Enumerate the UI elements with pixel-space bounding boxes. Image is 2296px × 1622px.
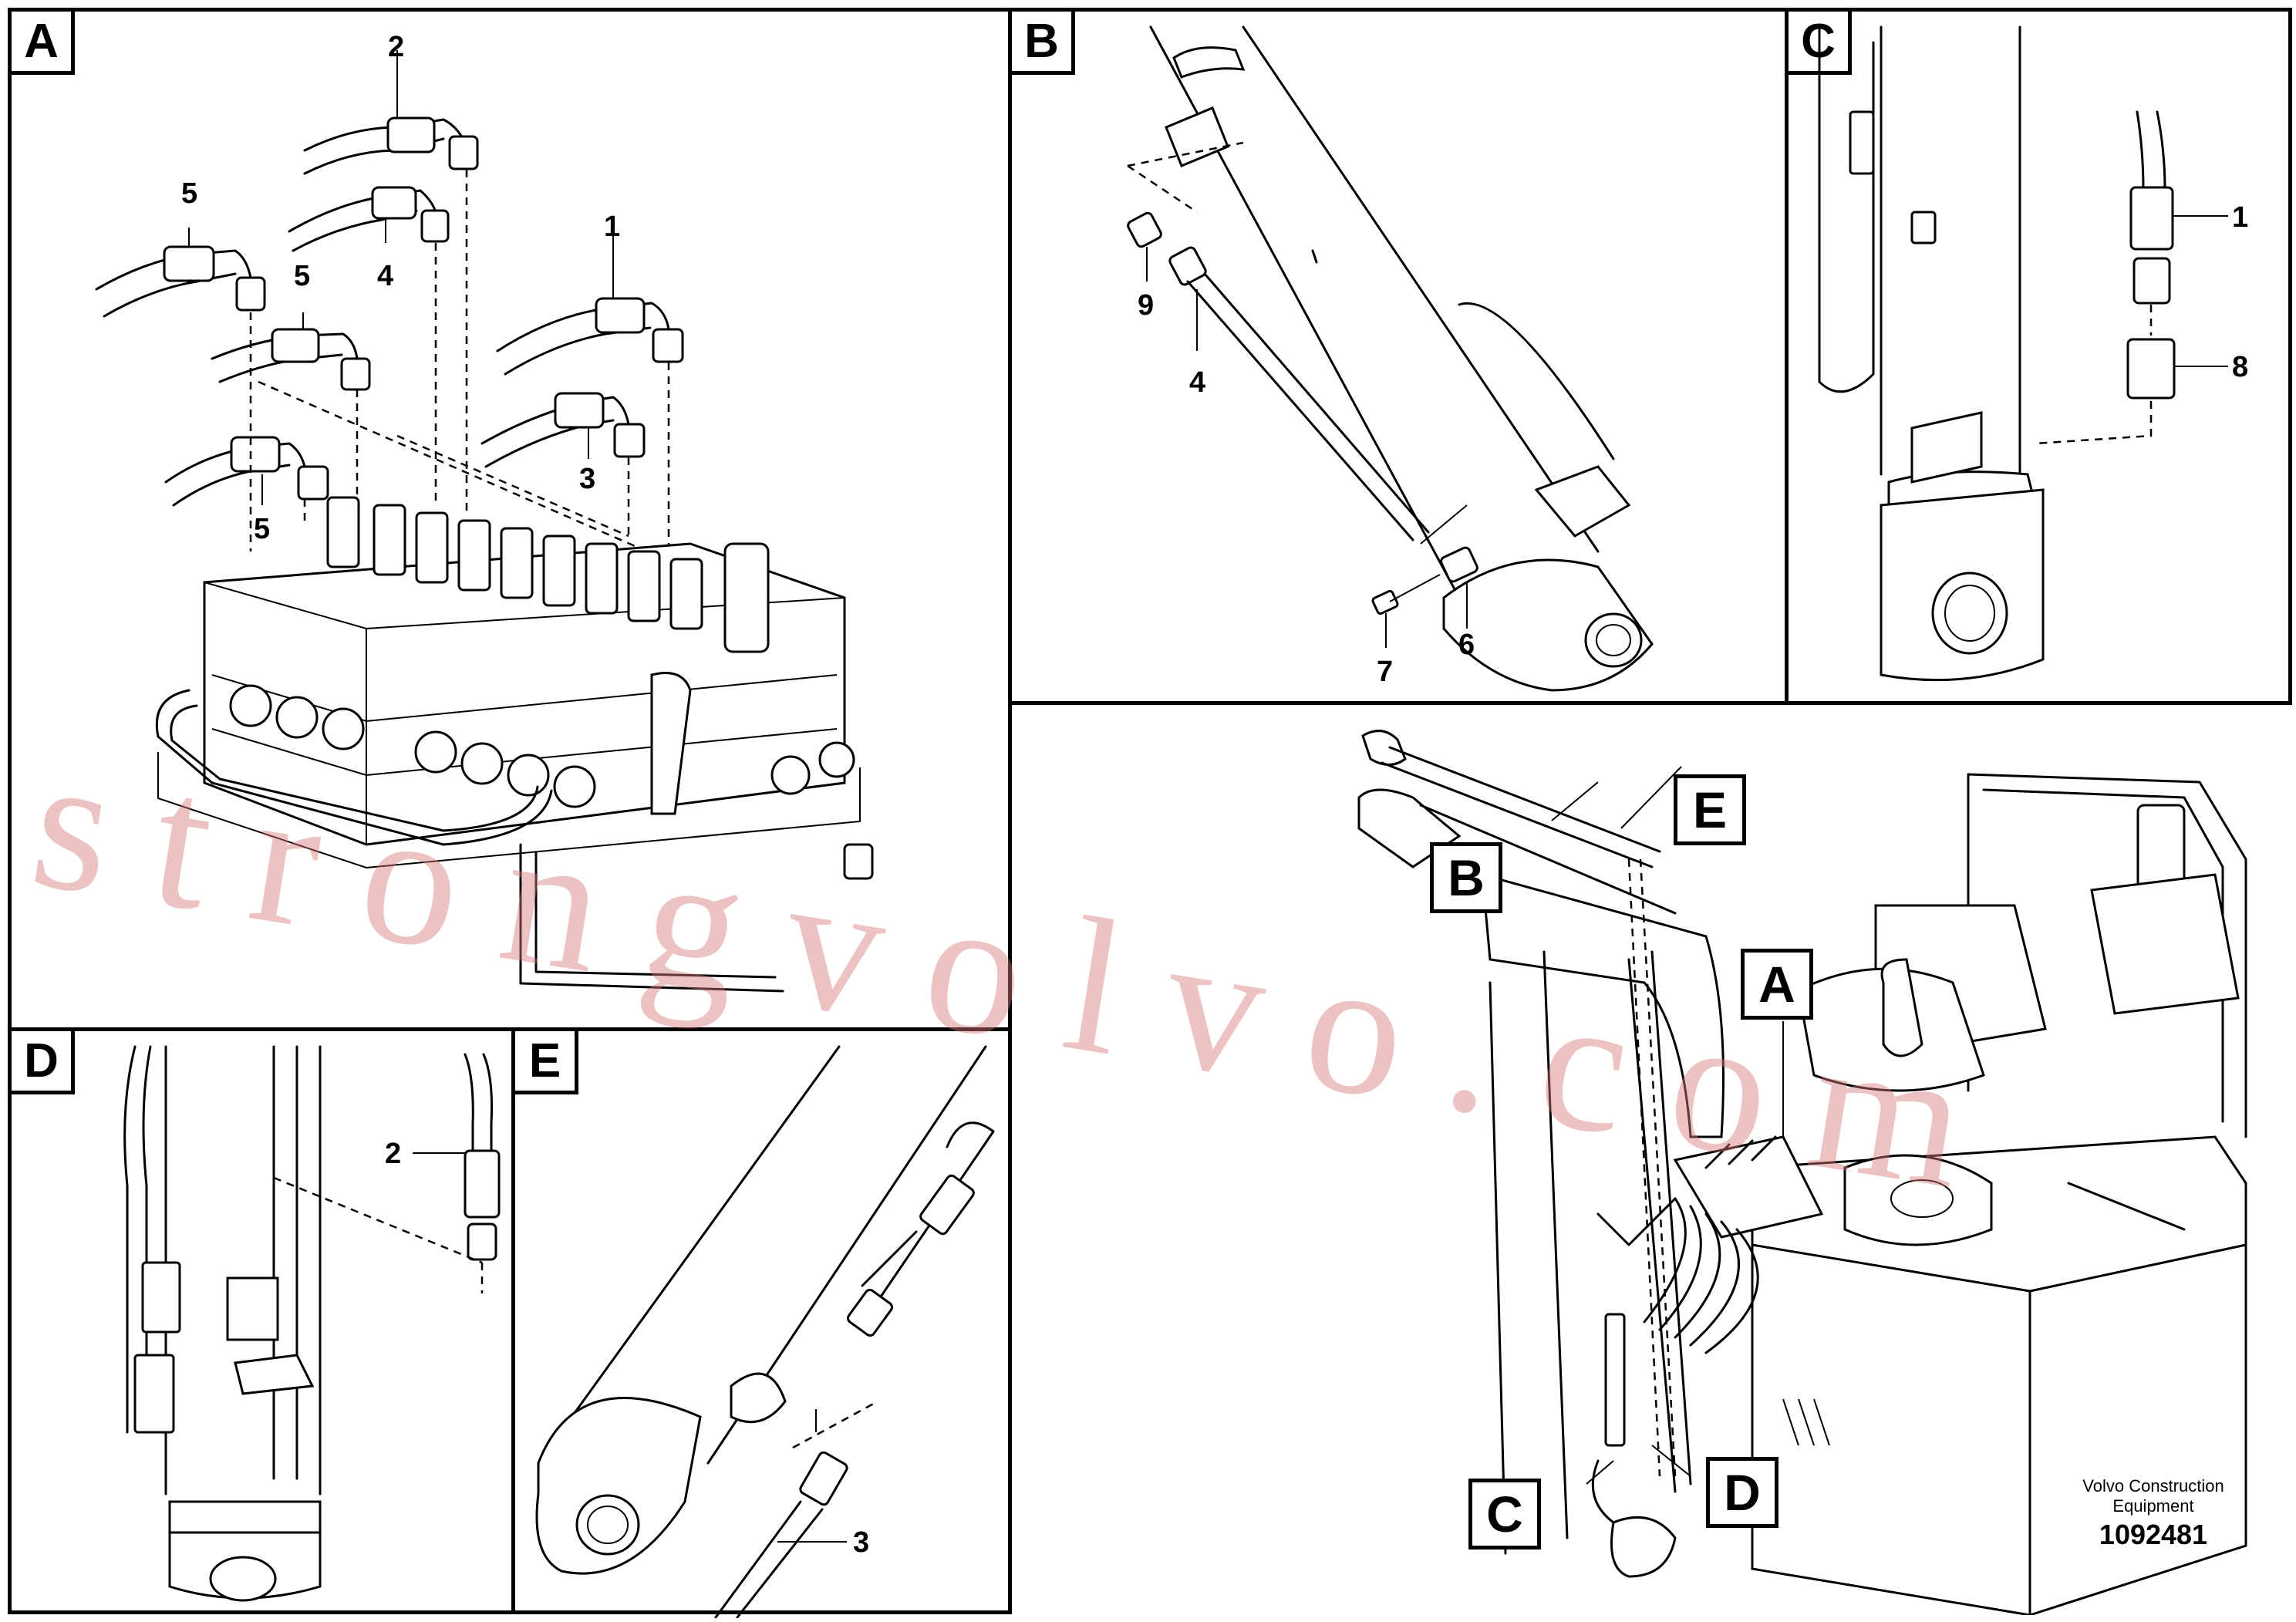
cylinder-e-drawing: [535, 1045, 995, 1618]
boom-cylinder: [1149, 25, 1654, 692]
valve-block-overview: [1596, 1135, 1824, 1354]
label-4: 4: [377, 260, 394, 292]
label-5: 5: [181, 177, 198, 210]
brand-line-1: Volvo Construction: [2082, 1476, 2224, 1496]
excavator-cab: [1797, 773, 2247, 1138]
label-4: 4: [1189, 366, 1206, 399]
valve-block-drawing: [95, 50, 874, 993]
callout-b[interactable]: B: [1430, 842, 1502, 913]
label-5: 5: [294, 260, 311, 292]
brand-line-2: Equipment: [2112, 1496, 2194, 1516]
hose-1: [496, 297, 684, 376]
hose-4: [288, 186, 450, 252]
callout-c[interactable]: C: [1468, 1479, 1541, 1549]
label-7: 7: [1377, 656, 1394, 688]
hose-5c: [164, 436, 329, 507]
label-1: 1: [2232, 201, 2249, 234]
excavator-boom: [1357, 730, 1725, 1578]
callout-a[interactable]: A: [1741, 949, 1813, 1020]
excavator-chassis: [1751, 1135, 2247, 1615]
excavator-overview-drawing: [1357, 730, 2247, 1615]
bucket-cylinder: [123, 1045, 322, 1602]
label-1: 1: [604, 211, 621, 243]
hose-5b: [211, 328, 371, 391]
callout-d[interactable]: D: [1706, 1457, 1778, 1528]
panel-a-tag: A: [12, 12, 75, 75]
panel-e: E 3: [511, 1027, 1012, 1618]
cylinder-d-drawing: [123, 1045, 501, 1602]
panel-d: D: [8, 1027, 515, 1614]
label-2: 2: [388, 31, 405, 63]
label-9: 9: [1138, 289, 1155, 322]
label-3: 3: [579, 463, 596, 495]
panel-b-tag: B: [1012, 12, 1075, 75]
label-8: 8: [2232, 351, 2249, 383]
part-number: 1092481: [2099, 1519, 2208, 1550]
panel-b: B: [1008, 8, 1789, 705]
panel-e-tag: E: [515, 1031, 578, 1094]
panel-c: C 1 8: [1785, 8, 2292, 705]
callout-e[interactable]: E: [1674, 774, 1746, 845]
label-6: 6: [1458, 629, 1475, 661]
panel-d-tag: D: [12, 1031, 75, 1094]
hose-3: [480, 392, 646, 468]
valve-block: [155, 496, 874, 993]
hose-2: [303, 116, 479, 175]
panel-a: A: [8, 8, 1012, 1031]
label-3: 3: [853, 1526, 870, 1559]
label-2: 2: [385, 1138, 402, 1170]
cylinder-b-drawing: [1127, 25, 1654, 692]
overview-panel: E B A C D Volvo Construction Equipment 1…: [1012, 705, 2292, 1615]
boom-cylinder-e: [535, 1045, 995, 1575]
label-5: 5: [254, 513, 271, 545]
cylinder-c-drawing: [1818, 25, 2228, 682]
arm-cylinder: [1818, 25, 2045, 682]
hose-5a: [95, 245, 266, 318]
